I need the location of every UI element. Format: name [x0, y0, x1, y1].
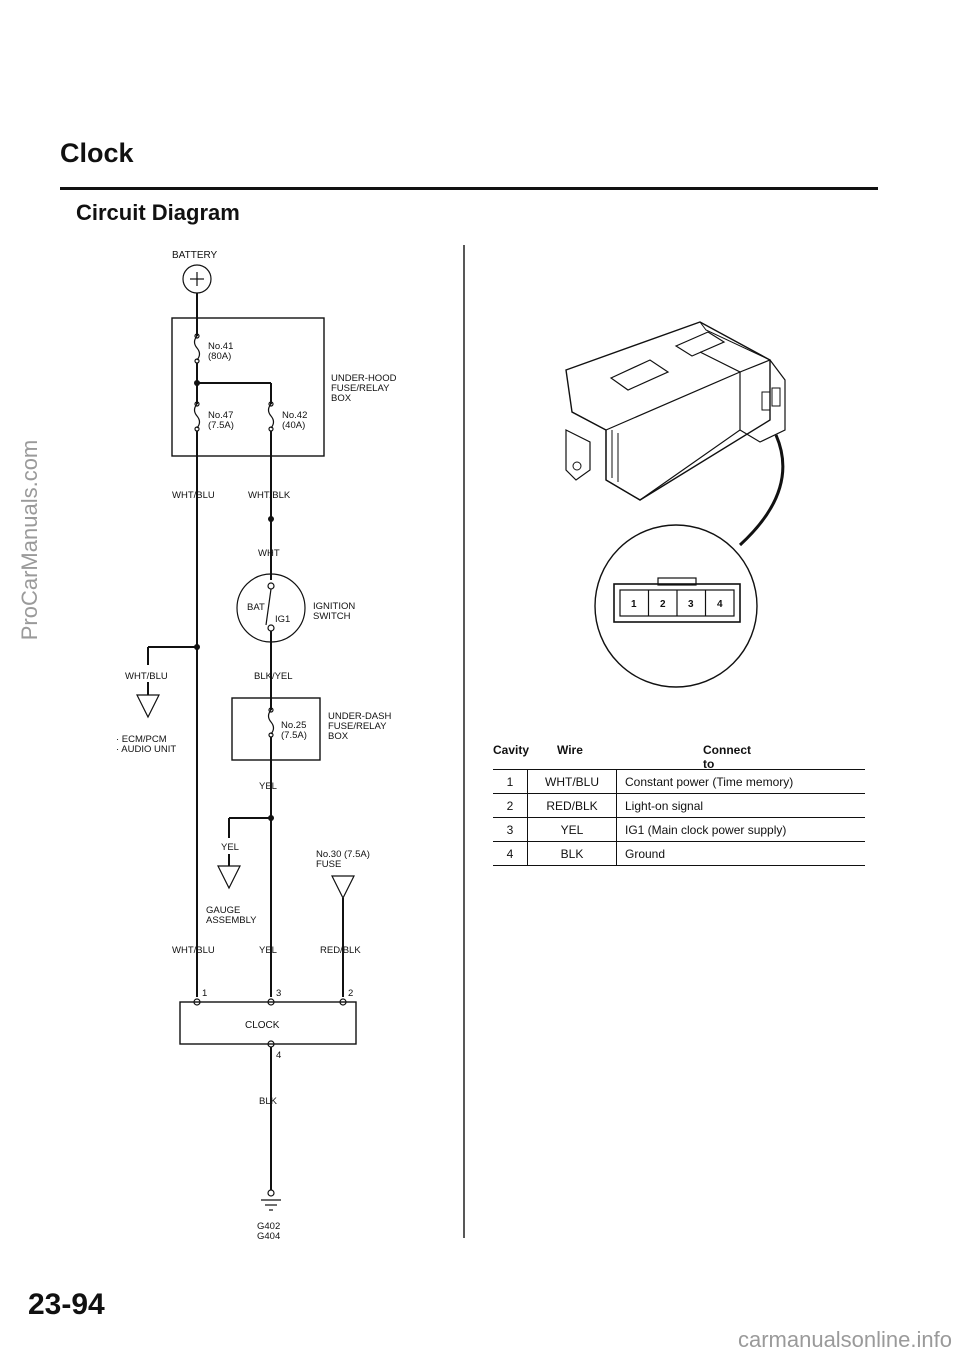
splice-dot [268, 516, 274, 522]
watermark-bottom: carmanualsonline.info [737, 1327, 952, 1352]
fuse-no25-name: No.25 [281, 720, 306, 731]
page-number: 23-94 [28, 1288, 105, 1321]
cell-cavity: 2 [493, 793, 528, 818]
connector-pin-table: 1 WHT/BLU Constant power (Time memory) 2… [493, 769, 865, 866]
wire-label-yel-gauge: YEL [221, 842, 239, 853]
cell-connect-to: Constant power (Time memory) [616, 769, 865, 794]
under-hood-label-2: FUSE/RELAY [331, 383, 390, 394]
fuse-no47-name: No.47 [208, 410, 233, 421]
cell-cavity: 4 [493, 841, 528, 866]
ignition-ig1-label: IG1 [275, 614, 290, 625]
table-row: 4 BLK Ground [493, 841, 865, 866]
under-dash-fuse-box [231, 697, 321, 761]
cell-wire: RED/BLK [527, 793, 617, 818]
cell-cavity: 1 [493, 769, 528, 794]
gauge-connector-arrow [217, 865, 241, 890]
table-row: 3 YEL IG1 (Main clock power supply) [493, 817, 865, 842]
connector-pin-1: 1 [631, 599, 637, 610]
wire-label-wht-blu-bottom: WHT/BLU [172, 945, 215, 956]
wire-label-wht-blu-top: WHT/BLU [172, 490, 215, 501]
table-row: 1 WHT/BLU Constant power (Time memory) [493, 769, 865, 794]
ignition-bat-terminal [267, 582, 275, 590]
clock-pin-4-label: 4 [276, 1050, 281, 1061]
wire-label-yel-bottom: YEL [259, 945, 277, 956]
under-hood-label-1: UNDER-HOOD [331, 373, 397, 384]
ignition-contact [265, 588, 272, 626]
cell-connect-to: IG1 (Main clock power supply) [616, 817, 865, 842]
leader-line [738, 434, 785, 547]
ecm-label-2: · AUDIO UNIT [116, 744, 176, 755]
wire-label-wht-blk: WHT/BLK [248, 490, 291, 501]
cell-wire: YEL [527, 817, 617, 842]
ground-g402: G402 [257, 1221, 280, 1232]
gauge-label-2: ASSEMBLY [206, 915, 257, 926]
wire-label-blk: BLK [259, 1096, 278, 1107]
fuse-no25-rating: (7.5A) [281, 730, 307, 741]
ground-g404: G404 [257, 1231, 280, 1242]
wire-label-wht: WHT [258, 548, 280, 559]
clock-pin-1-label: 1 [202, 988, 207, 999]
page-title: Clock [60, 138, 134, 168]
wire-label-wht-blu-ecm: WHT/BLU [125, 671, 168, 682]
clock-pin-3-label: 3 [276, 988, 281, 999]
fuse-no42-rating: (40A) [282, 420, 305, 431]
fuse-no30-sub: FUSE [316, 859, 341, 870]
clock-pin-3 [267, 998, 275, 1006]
under-hood-label-3: BOX [331, 393, 352, 404]
cell-wire: BLK [527, 841, 617, 866]
under-dash-label-1: UNDER-DASH [328, 711, 391, 722]
fuse-no25 [267, 707, 275, 738]
fuse-no41-name: No.41 [208, 341, 233, 352]
cell-cavity: 3 [493, 817, 528, 842]
wire-label-yel-top: YEL [259, 781, 277, 792]
under-hood-fuse-box [171, 317, 325, 457]
section-title: Circuit Diagram [76, 200, 240, 225]
ignition-ig1-terminal [267, 624, 275, 632]
cell-connect-to: Light-on signal [616, 793, 865, 818]
fuse-no47-rating: (7.5A) [208, 420, 234, 431]
gauge-label-1: GAUGE [206, 905, 240, 916]
fuse-no42 [267, 401, 275, 432]
clock-pin-1 [193, 998, 201, 1006]
ground-symbol [261, 1189, 281, 1211]
header-wire: Wire [557, 743, 583, 757]
fuse-no41-rating: (80A) [208, 351, 231, 362]
connector-pin-2: 2 [660, 599, 666, 610]
ecm-connector-arrow [136, 694, 160, 719]
clock-label: CLOCK [245, 1020, 280, 1031]
ignition-label-2: SWITCH [313, 611, 351, 622]
header-cavity: Cavity [493, 743, 530, 757]
battery-symbol [182, 264, 212, 294]
fuse-no41 [193, 333, 201, 364]
header-connect-to: Connect to [703, 743, 751, 771]
ignition-bat-label: BAT [247, 602, 265, 613]
wire-label-red-blk: RED/BLK [320, 945, 361, 956]
clock-connector-drawing [565, 321, 786, 501]
connector-face [613, 577, 741, 623]
fuse-no42-name: No.42 [282, 410, 307, 421]
ignition-label-1: IGNITION [313, 601, 355, 612]
ecm-label-1: · ECM/PCM [116, 734, 167, 745]
connector-pin-3: 3 [688, 599, 694, 610]
connector-pin-4: 4 [717, 599, 723, 610]
wire-label-blk-yel: BLK/YEL [254, 671, 293, 682]
no30-connector-arrow [331, 875, 355, 900]
cell-connect-to: Ground [616, 841, 865, 866]
battery-label: BATTERY [172, 250, 218, 261]
cell-wire: WHT/BLU [527, 769, 617, 794]
clock-pin-2-label: 2 [348, 988, 353, 999]
clock-pin-2 [339, 998, 347, 1006]
under-dash-label-2: FUSE/RELAY [328, 721, 387, 732]
title-rule [60, 187, 878, 190]
fuse-no47 [193, 401, 201, 432]
fuse-no30-label: No.30 (7.5A) [316, 849, 370, 860]
table-row: 2 RED/BLK Light-on signal [493, 793, 865, 818]
under-dash-label-3: BOX [328, 731, 349, 742]
connector-face-circle [594, 524, 758, 688]
